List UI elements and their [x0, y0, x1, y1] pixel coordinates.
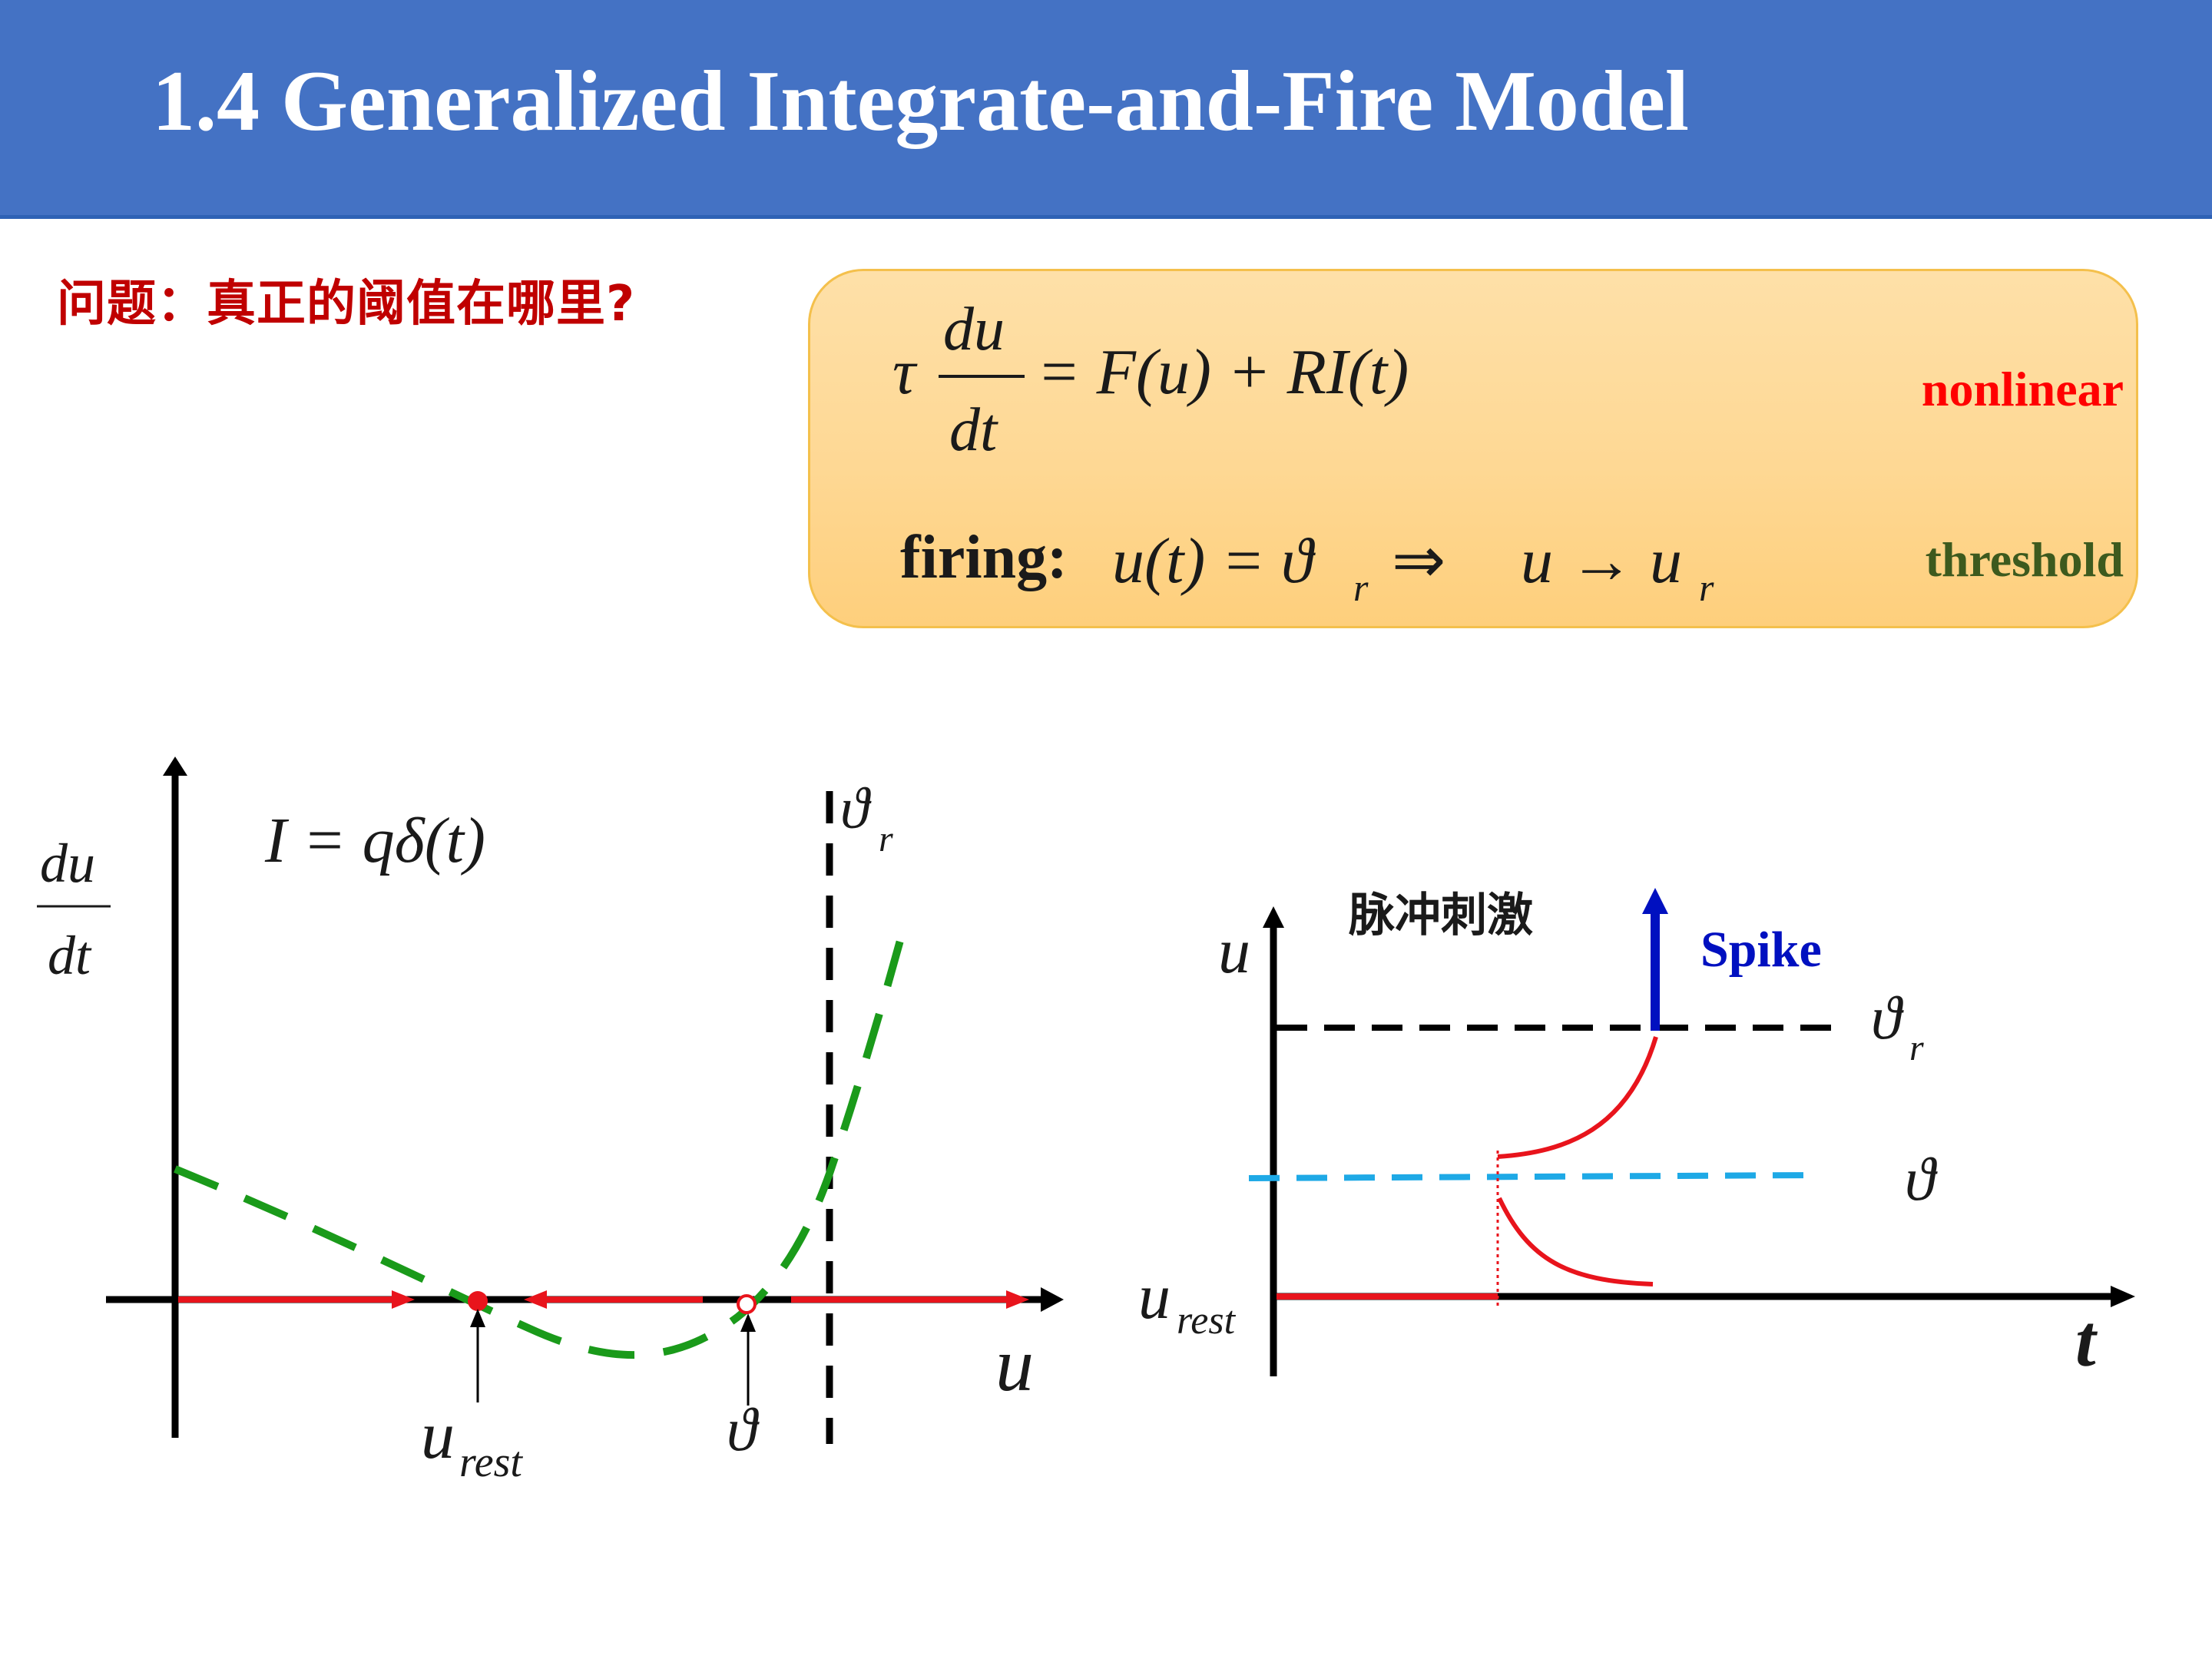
- title-bar: 1.4 Generalized Integrate-and-Fire Model: [0, 0, 2212, 219]
- phase-plot: du dt I = qδ(t) ϑ r u rest ϑ u: [37, 757, 1064, 1486]
- phase-x-axis-arrowhead: [1041, 1287, 1064, 1312]
- phase-y-label-numerator: du: [40, 833, 95, 894]
- time-x-label: t: [2075, 1300, 2098, 1382]
- eq2-lhs-subscript: r: [1353, 566, 1369, 609]
- phase-y-label-denominator: dt: [48, 925, 92, 986]
- question-text: 问题：真正的阈值在哪里?: [57, 276, 636, 333]
- spike-arrowhead: [1642, 888, 1668, 914]
- eq2-rhs-subscript: r: [1699, 566, 1714, 609]
- stable-fixed-point: [468, 1291, 488, 1311]
- page-title: 1.4 Generalized Integrate-and-Fire Model: [152, 54, 1690, 149]
- equation-box: [808, 269, 2138, 628]
- flow-arrowhead-left: [524, 1290, 547, 1309]
- firing-label: firing:: [900, 524, 1068, 591]
- time-plot: u 脉冲刺激 ϑ r ϑ Spike u rest t: [1138, 888, 2135, 1382]
- spike-label: Spike: [1700, 922, 1822, 978]
- nonlinear-tag: nonlinear: [1922, 362, 2124, 416]
- theta-pointer-head: [740, 1313, 756, 1332]
- time-theta-r-subscript: r: [1909, 1028, 1924, 1068]
- eq1-denominator: dt: [949, 396, 998, 464]
- time-theta-label: ϑ: [1905, 1146, 1938, 1214]
- time-theta-line: [1248, 1172, 1815, 1181]
- phase-theta-r-label: ϑ: [840, 777, 872, 841]
- nonlinear-f-curve: [174, 916, 910, 1359]
- u-rest-pointer-head: [470, 1309, 485, 1327]
- unstable-fixed-point: [737, 1294, 757, 1314]
- flow-arrowhead-right-2: [1006, 1290, 1029, 1309]
- eq1-numerator: du: [943, 296, 1005, 363]
- stimulus-label: 脉冲刺激: [1349, 889, 1533, 942]
- phase-theta-label: ϑ: [727, 1396, 760, 1464]
- time-y-axis-arrowhead: [1263, 906, 1284, 928]
- phase-theta-r-subscript: r: [879, 819, 893, 859]
- time-x-axis-arrowhead: [2111, 1286, 2135, 1307]
- time-y-label: u: [1218, 916, 1250, 987]
- eq2-lhs: u(t) = ϑ: [1112, 525, 1316, 597]
- input-equation: I = qδ(t): [264, 805, 485, 876]
- phase-u-rest-label: u: [421, 1399, 455, 1473]
- eq2-implies-arrow: ⇒: [1392, 525, 1445, 597]
- phase-u-rest-subscript: rest: [459, 1439, 523, 1486]
- time-u-rest-subscript: rest: [1177, 1299, 1237, 1343]
- time-theta-r-label: ϑ: [1871, 985, 1904, 1052]
- eq1-rhs: = F(u) + RI(t): [1037, 336, 1409, 408]
- phase-x-label: u: [995, 1322, 1034, 1407]
- phase-y-axis-arrowhead: [163, 757, 187, 776]
- flow-arrowhead-right-1: [392, 1290, 415, 1309]
- threshold-tag: threshold: [1926, 532, 2124, 587]
- supra-threshold-trajectory: [1497, 1036, 1658, 1159]
- eq2-rhs: u → u: [1521, 525, 1682, 597]
- eq1-tau: τ: [892, 336, 918, 408]
- time-u-rest-label: u: [1138, 1261, 1171, 1333]
- equation-2: firing: u(t) = ϑ r ⇒ u → u r: [900, 524, 1714, 609]
- equation-1: τ du dt = F(u) + RI(t): [892, 296, 1409, 464]
- sub-threshold-trajectory: [1497, 1197, 1654, 1286]
